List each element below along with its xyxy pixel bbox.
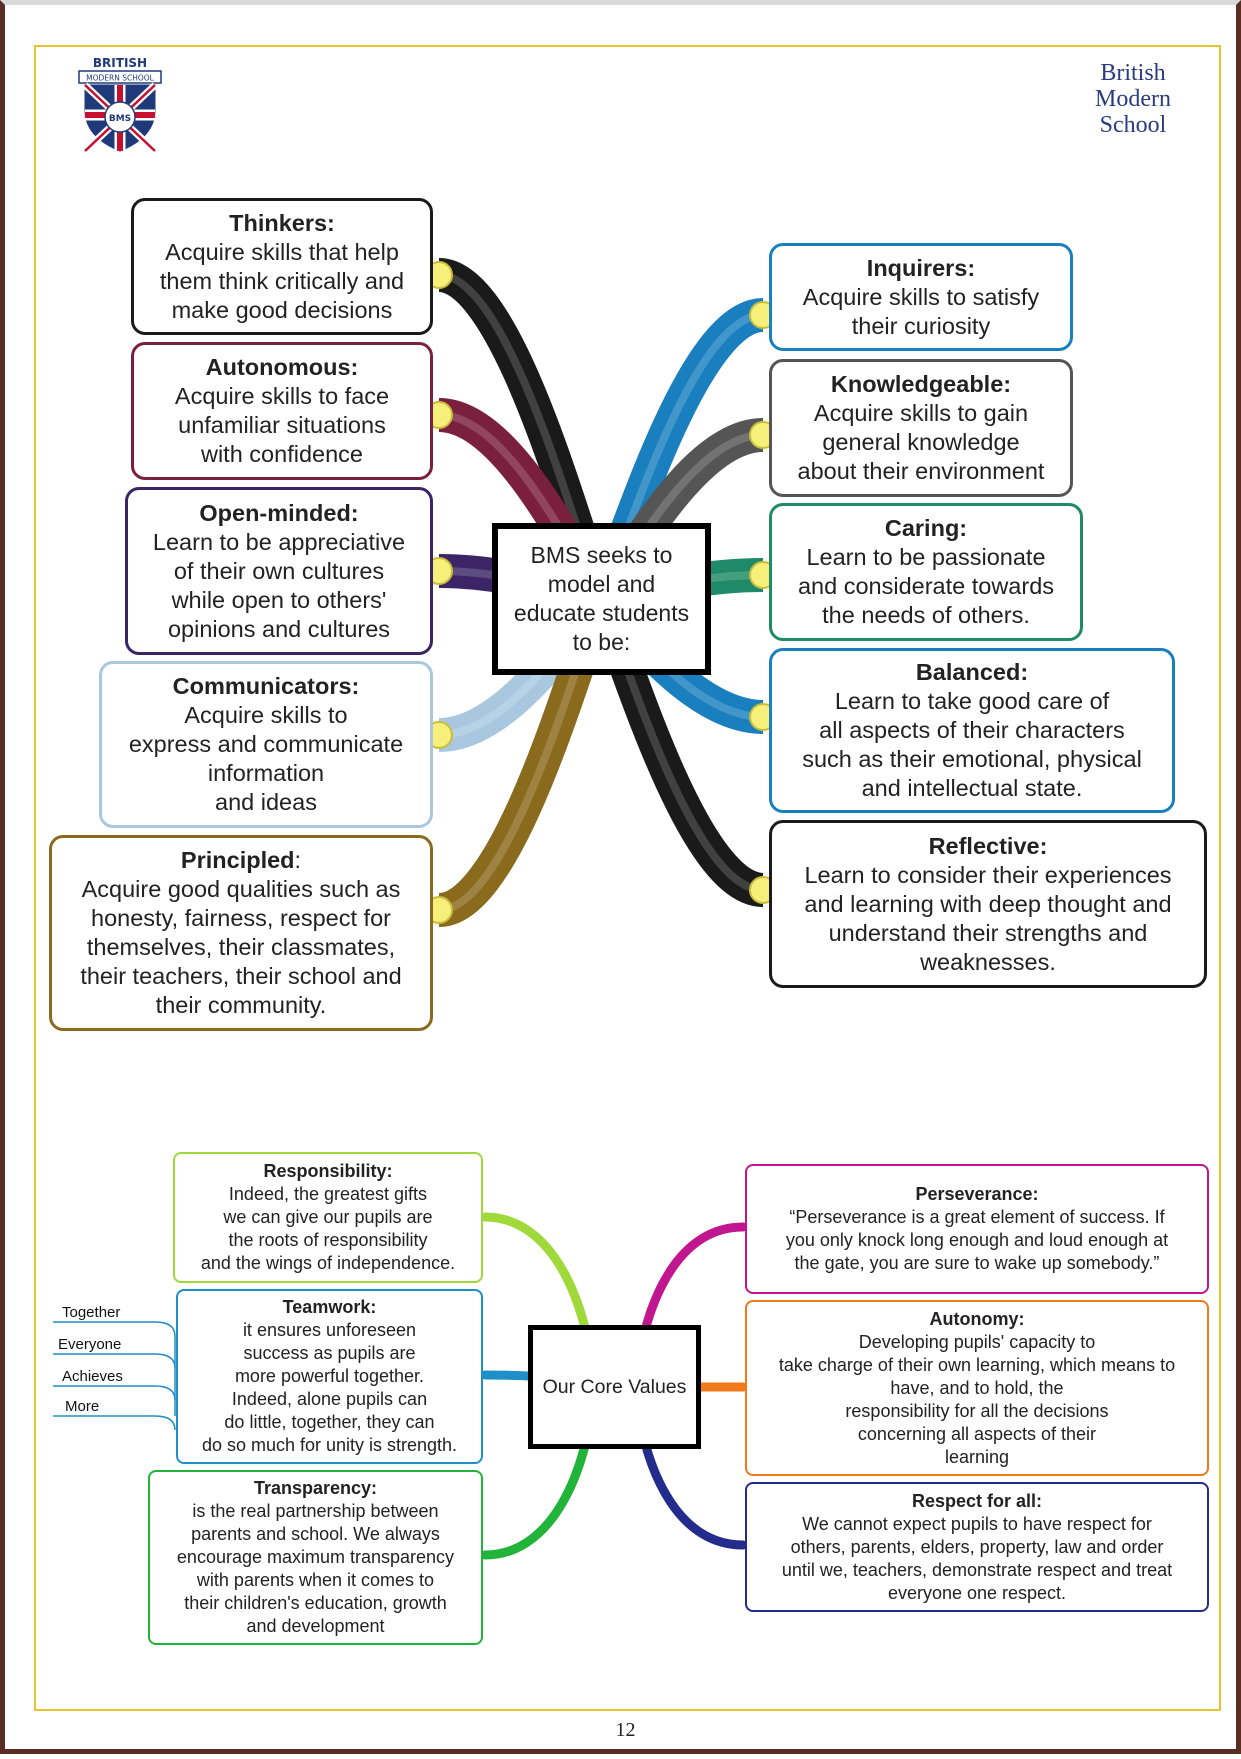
attribute-body: Learn to take good care of all aspects o… xyxy=(802,688,1142,801)
attribute-body: Acquire good qualities such as honesty, … xyxy=(80,876,402,1018)
attribute-body: Acquire skills to express and communicat… xyxy=(128,702,404,815)
attribute-title: Principled xyxy=(180,847,295,873)
value-body: is the real partnership between parents … xyxy=(176,1501,455,1636)
attribute-title: Caring: xyxy=(884,515,968,541)
teamwork-tag-more: More xyxy=(65,1398,100,1415)
attribute-title: Balanced: xyxy=(915,659,1029,685)
value-respect-for-all: Respect for all: We cannot expect pupils… xyxy=(745,1482,1209,1612)
attribute-title: Thinkers: xyxy=(229,209,335,236)
value-title: Transparency: xyxy=(253,1478,378,1498)
value-title: Teamwork: xyxy=(282,1297,377,1317)
attribute-inquirers: Inquirers: Acquire skills to satisfy the… xyxy=(769,243,1073,351)
attribute-balanced: Balanced: Learn to take good care of all… xyxy=(769,648,1175,813)
attribute-title: Open-minded: xyxy=(199,499,359,526)
attribute-title: Autonomous: xyxy=(205,354,359,380)
attribute-title: Inquirers: xyxy=(866,254,976,281)
attribute-communicators: Communicators: Acquire skills to express… xyxy=(99,661,433,828)
value-body: We cannot expect pupils to have respect … xyxy=(781,1513,1173,1603)
value-transparency: Transparency: is the real partnership be… xyxy=(148,1470,483,1645)
attribute-title: Communicators: xyxy=(172,673,360,699)
value-body: “Perseverance is a great element of succ… xyxy=(785,1207,1169,1273)
attribute-title-suffix: : xyxy=(294,847,302,873)
attribute-principled: Principled: Acquire good qualities such … xyxy=(49,835,433,1031)
value-teamwork: Teamwork: it ensures unforeseen success … xyxy=(176,1289,483,1464)
teamwork-bracket-0 xyxy=(53,1321,176,1337)
logo-text-seal: BMS xyxy=(109,114,131,124)
value-body: it ensures unforeseen success as pupils … xyxy=(201,1320,458,1455)
attribute-reflective: Reflective: Learn to consider their expe… xyxy=(769,820,1207,988)
attribute-knowledgeable: Knowledgeable: Acquire skills to gain ge… xyxy=(769,359,1073,497)
value-title: Autonomy: xyxy=(929,1308,1025,1329)
attribute-body: Learn to consider their experiences and … xyxy=(804,861,1172,975)
value-autonomy: Autonomy: Developing pupils' capacity to… xyxy=(745,1300,1209,1476)
attribute-caring: Caring: Learn to be passionate and consi… xyxy=(769,503,1083,641)
teamwork-bracket-3 xyxy=(53,1415,176,1431)
page-number: 12 xyxy=(615,1719,636,1741)
value-title: Responsibility: xyxy=(263,1161,393,1181)
brand-name: British Modern School xyxy=(1095,60,1171,138)
teamwork-tag-achieves: Achieves xyxy=(62,1368,123,1385)
logo-text-band: MODERN SCHOOL xyxy=(86,74,155,83)
attribute-body: Learn to be appreciative of their own cu… xyxy=(152,528,406,642)
attribute-title: Knowledgeable: xyxy=(830,371,1012,397)
attribute-body: Learn to be passionate and considerate t… xyxy=(797,544,1055,628)
attribute-open-minded: Open-minded: Learn to be appreciative of… xyxy=(125,487,433,655)
value-perseverance: Perseverance: “Perseverance is a great e… xyxy=(745,1164,1209,1294)
value-responsibility: Responsibility: Indeed, the greatest gif… xyxy=(173,1152,483,1283)
attribute-autonomous: Autonomous: Acquire skills to face unfam… xyxy=(131,342,433,480)
value-body: Developing pupils' capacity to take char… xyxy=(778,1331,1176,1467)
page-frame xyxy=(34,45,1221,1711)
attribute-body: Acquire skills to satisfy their curiosit… xyxy=(802,283,1040,339)
attribute-title: Reflective: xyxy=(928,832,1048,859)
value-title: Perseverance: xyxy=(915,1184,1039,1204)
attributes-center-box: BMS seeks to model and educate students … xyxy=(492,523,711,675)
school-logo: BRITISH MODERN SCHOOL BMS xyxy=(78,56,162,154)
attribute-body: Acquire skills to gain general knowledge… xyxy=(797,400,1045,484)
teamwork-bracket-1 xyxy=(53,1353,176,1369)
attribute-body: Acquire skills that help them think crit… xyxy=(159,238,405,323)
value-title: Respect for all: xyxy=(911,1490,1043,1511)
teamwork-tag-together: Together xyxy=(62,1304,121,1321)
attribute-thinkers: Thinkers: Acquire skills that help them … xyxy=(131,198,433,335)
core-values-center-box: Our Core Values xyxy=(528,1325,701,1449)
value-body: Indeed, the greatest gifts we can give o… xyxy=(200,1184,456,1273)
attribute-body: Acquire skills to face unfamiliar situat… xyxy=(174,383,390,467)
logo-text-top: BRITISH xyxy=(93,56,147,70)
teamwork-tag-everyone: Everyone xyxy=(58,1336,122,1353)
